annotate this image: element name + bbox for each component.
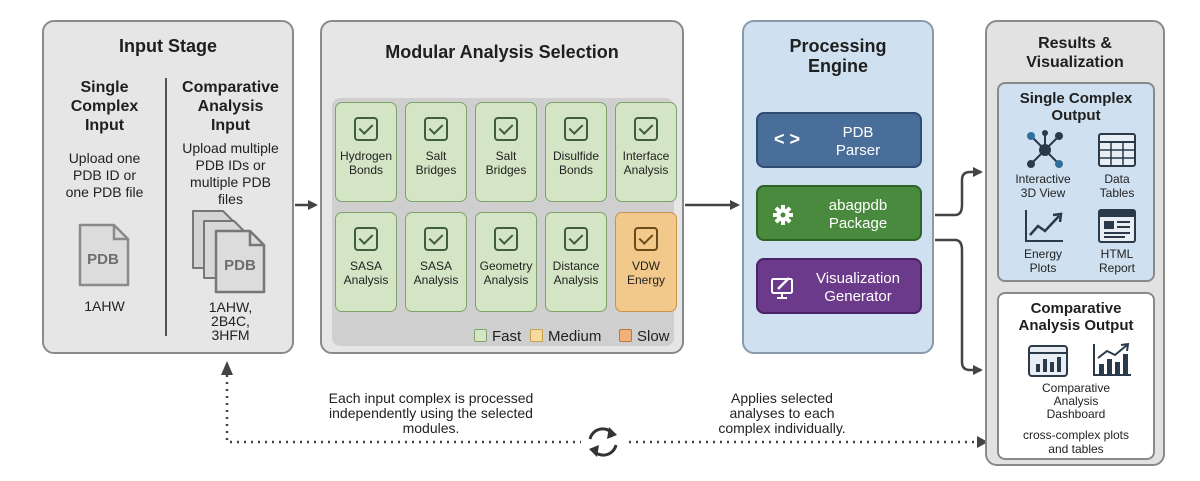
interactive-3d-view-label: Interactive 3D View <box>1015 172 1071 200</box>
cross-complex-label: cross-complex plots and tables <box>1022 428 1130 456</box>
report-icon <box>1098 209 1136 243</box>
results-title: Results & Visualization <box>1026 35 1124 71</box>
processing-engine-title: Processing Engine <box>789 36 887 76</box>
data-tables-label: Data Tables <box>1099 172 1135 200</box>
checkbox-icon <box>634 117 658 141</box>
modular-analysis-title: Modular Analysis Selection <box>385 42 619 62</box>
checkbox-icon <box>424 227 448 251</box>
annotation-independent-processing: Each input complex is processed independ… <box>328 390 534 436</box>
html-report-label: HTML Report <box>1098 247 1136 275</box>
dashboard-icon <box>1028 345 1068 377</box>
checkbox-icon <box>634 227 658 251</box>
energy-plots-label: Energy Plots <box>1023 247 1063 275</box>
comparative-analysis-output-panel: Comparative Analysis Output Comparative … <box>997 292 1155 460</box>
single-complex-output-panel: Single Complex Output Interactive 3D Vie… <box>997 82 1155 282</box>
comparative-dashboard-label: Comparative Analysis Dashboard <box>1041 381 1111 421</box>
legend-fast: Fast <box>474 328 521 345</box>
checkbox-icon <box>494 117 518 141</box>
single-input-description: Upload one PDB ID or one PDB file <box>65 150 144 200</box>
refresh-icon <box>581 422 625 462</box>
pdb-files-stack-icon: PDB <box>192 210 266 294</box>
svg-text:PDB: PDB <box>224 257 256 274</box>
monitor-pen-icon <box>771 277 793 299</box>
code-icon: < > <box>774 129 801 149</box>
line-chart-icon <box>1025 210 1063 242</box>
input-column-divider <box>165 78 167 336</box>
comparative-input-examples: 1AHW, 2B4C, 3HFM <box>208 299 253 343</box>
comparative-analysis-output-title: Comparative Analysis Output <box>1018 300 1134 334</box>
annotation-applies-analyses: Applies selected analyses to each comple… <box>718 390 846 436</box>
checkbox-icon <box>494 227 518 251</box>
legend-slow-swatch <box>619 329 632 342</box>
legend-fast-swatch <box>474 329 487 342</box>
bar-trend-chart-icon <box>1093 342 1131 376</box>
checkbox-icon <box>354 227 378 251</box>
legend-slow: Slow <box>619 328 670 345</box>
arrow-processing-to-comparative-output <box>935 238 983 375</box>
comparative-input-heading: Comparative Analysis Input <box>182 79 279 134</box>
checkbox-icon <box>354 117 378 141</box>
legend-medium: Medium <box>530 328 601 345</box>
svg-text:PDB: PDB <box>87 251 119 268</box>
single-input-example: 1AHW <box>84 298 125 314</box>
input-stage-title: Input Stage <box>119 36 217 56</box>
feedback-loop-arrowhead <box>221 361 233 375</box>
gear-icon <box>773 205 793 225</box>
feedback-loop-arrowhead-right <box>977 436 988 448</box>
input-stage-panel: Input Stage Single Complex Input Upload … <box>42 20 294 354</box>
legend-medium-swatch <box>530 329 543 342</box>
checkbox-icon <box>564 227 588 251</box>
results-panel: Results & Visualization Single Complex O… <box>985 20 1165 466</box>
checkbox-icon <box>564 117 588 141</box>
comparative-input-description: Upload multiple PDB IDs or multiple PDB … <box>182 140 279 207</box>
molecule-icon <box>1027 130 1063 168</box>
single-input-heading: Single Complex Input <box>70 79 139 134</box>
pdb-file-icon: PDB <box>78 223 130 287</box>
table-icon <box>1098 133 1136 167</box>
checkbox-icon <box>424 117 448 141</box>
arrow-processing-to-single-output <box>935 167 983 217</box>
single-complex-output-title: Single Complex Output <box>1019 90 1133 124</box>
